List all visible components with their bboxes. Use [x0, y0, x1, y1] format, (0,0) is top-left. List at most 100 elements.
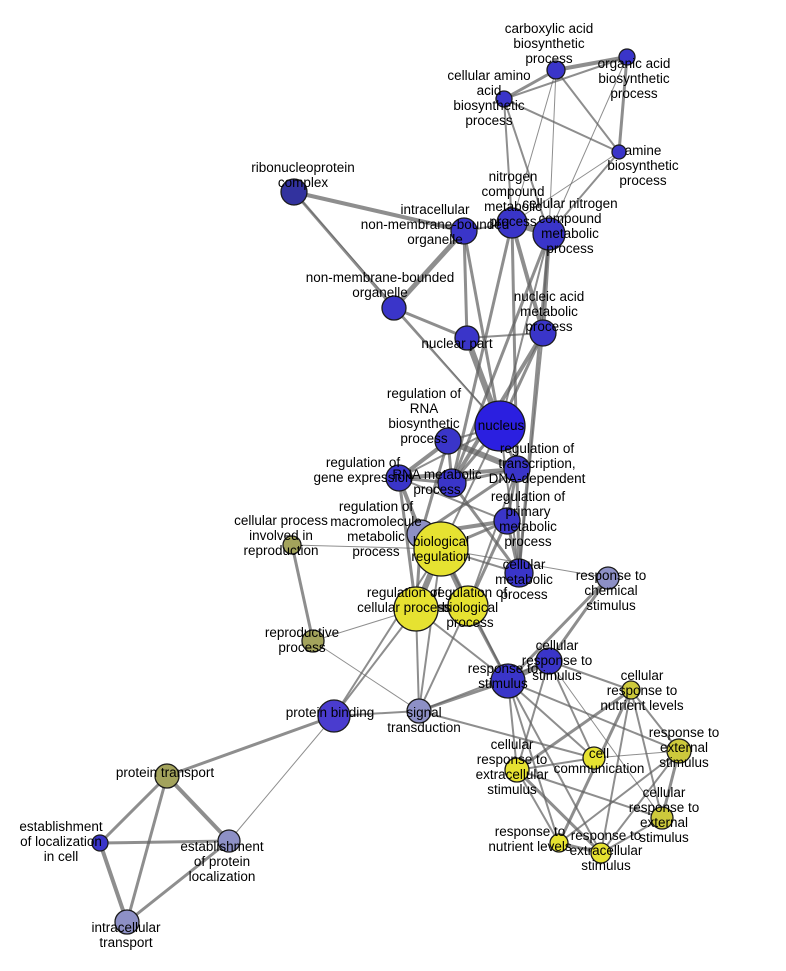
- graph-edge: [450, 221, 514, 485]
- graph-edge: [165, 774, 231, 843]
- graph-node-intracellular-non-membrane-bounded-organelle[interactable]: [450, 217, 478, 245]
- graph-node-cellular-process-involved-in-reproduction[interactable]: [282, 535, 302, 555]
- graph-node-carboxylic-acid-biosynthetic-process[interactable]: [546, 60, 566, 80]
- graph-node-regulation-of-primary-metabolic-process[interactable]: [493, 507, 521, 535]
- graph-edge: [450, 481, 521, 575]
- graph-edge: [518, 332, 544, 574]
- graph-edge: [516, 660, 550, 771]
- graph-node-response-to-external-stimulus[interactable]: [666, 738, 692, 764]
- graph-node-cellular-response-to-stimulus[interactable]: [535, 647, 563, 675]
- graph-node-cellular-response-to-external-stimulus[interactable]: [650, 806, 674, 830]
- graph-node-response-to-chemical-stimulus[interactable]: [596, 566, 620, 590]
- graph-node-regulation-of-rna-biosynthetic-process[interactable]: [434, 427, 462, 455]
- graph-node-protein-binding[interactable]: [317, 699, 351, 733]
- graph-edge: [516, 757, 595, 771]
- graph-node-nuclear-part[interactable]: [454, 325, 480, 351]
- graph-edge: [98, 839, 231, 845]
- graph-node-reproductive-process[interactable]: [301, 629, 325, 653]
- graph-node-biological-regulation[interactable]: [413, 521, 469, 577]
- graph-edge: [515, 768, 603, 855]
- graph-node-response-to-nutrient-levels[interactable]: [549, 833, 569, 853]
- graph-edge: [507, 680, 560, 844]
- node-label-protein-transport: protein transport: [116, 765, 215, 780]
- graph-edge: [419, 439, 450, 536]
- graph-node-cellular-response-to-extracellular-stimulus[interactable]: [504, 757, 530, 783]
- graph-node-regulation-of-gene-expression[interactable]: [385, 464, 413, 492]
- graph-node-cellular-response-to-nutrient-levels[interactable]: [621, 680, 641, 700]
- graph-edge: [125, 839, 231, 924]
- graph-edge: [510, 221, 545, 335]
- graph-node-nucleic-acid-metabolic-process[interactable]: [529, 319, 557, 347]
- graph-edge: [503, 98, 550, 235]
- graph-edge: [499, 233, 550, 427]
- graph-edge: [548, 660, 632, 691]
- graph-edge: [548, 56, 628, 235]
- graph-edge: [98, 774, 169, 845]
- graph-edge: [418, 710, 595, 759]
- graph-edge: [467, 468, 518, 607]
- graph-node-cell-communication[interactable]: [582, 746, 606, 770]
- graph-node-establishment-of-localization-in-cell[interactable]: [91, 834, 109, 852]
- graph-node-organic-acid-biosynthetic-process[interactable]: [618, 48, 636, 66]
- graph-node-response-to-extracellular-stimulus[interactable]: [590, 842, 612, 864]
- graph-node-intracellular-transport[interactable]: [114, 909, 140, 935]
- graph-edge: [630, 689, 680, 752]
- graph-node-ribonucleoprotein-complex[interactable]: [280, 178, 308, 206]
- graph-edge: [511, 69, 557, 224]
- graph-edge: [600, 689, 632, 854]
- graph-node-nucleus[interactable]: [474, 400, 526, 452]
- graph-node-rna-metabolic-process[interactable]: [437, 468, 467, 498]
- graph-edge: [507, 680, 595, 759]
- graph-edge: [548, 660, 663, 819]
- graph-node-protein-transport[interactable]: [154, 763, 180, 789]
- graph-edge: [515, 688, 633, 772]
- graph-node-regulation-of-biological-process[interactable]: [447, 585, 489, 627]
- graph-node-response-to-stimulus[interactable]: [490, 663, 526, 699]
- graph-edge: [547, 576, 610, 663]
- graph-node-non-membrane-bounded-organelle[interactable]: [381, 295, 407, 321]
- graph-edge: [392, 306, 469, 340]
- graph-node-establishment-of-protein-localization[interactable]: [217, 829, 241, 853]
- graph-edge: [555, 69, 620, 153]
- graph-edge: [554, 55, 629, 72]
- graph-edge: [312, 640, 420, 712]
- graph-edge: [516, 769, 560, 844]
- graph-node-nitrogen-compound-metabolic-process[interactable]: [496, 207, 528, 239]
- graph-edge: [548, 660, 595, 759]
- graph-node-regulation-of-transcription-dna-dependent[interactable]: [503, 455, 531, 483]
- graph-node-regulation-of-cellular-process[interactable]: [393, 586, 439, 632]
- graph-node-signal-transduction[interactable]: [406, 698, 432, 724]
- graph-edge: [506, 576, 610, 683]
- graph-node-cellular-nitrogen-compound-metabolic-process[interactable]: [532, 217, 566, 251]
- graph-node-cellular-metabolic-process[interactable]: [504, 558, 534, 588]
- graph-edge: [593, 750, 680, 759]
- graph-edge: [503, 98, 620, 153]
- graph-node-amine-biosynthetic-process[interactable]: [611, 144, 627, 160]
- graph-node-cellular-amino-acid-biosynthetic-process[interactable]: [495, 90, 513, 108]
- node-label-nuclear-part: nuclear part: [421, 336, 493, 351]
